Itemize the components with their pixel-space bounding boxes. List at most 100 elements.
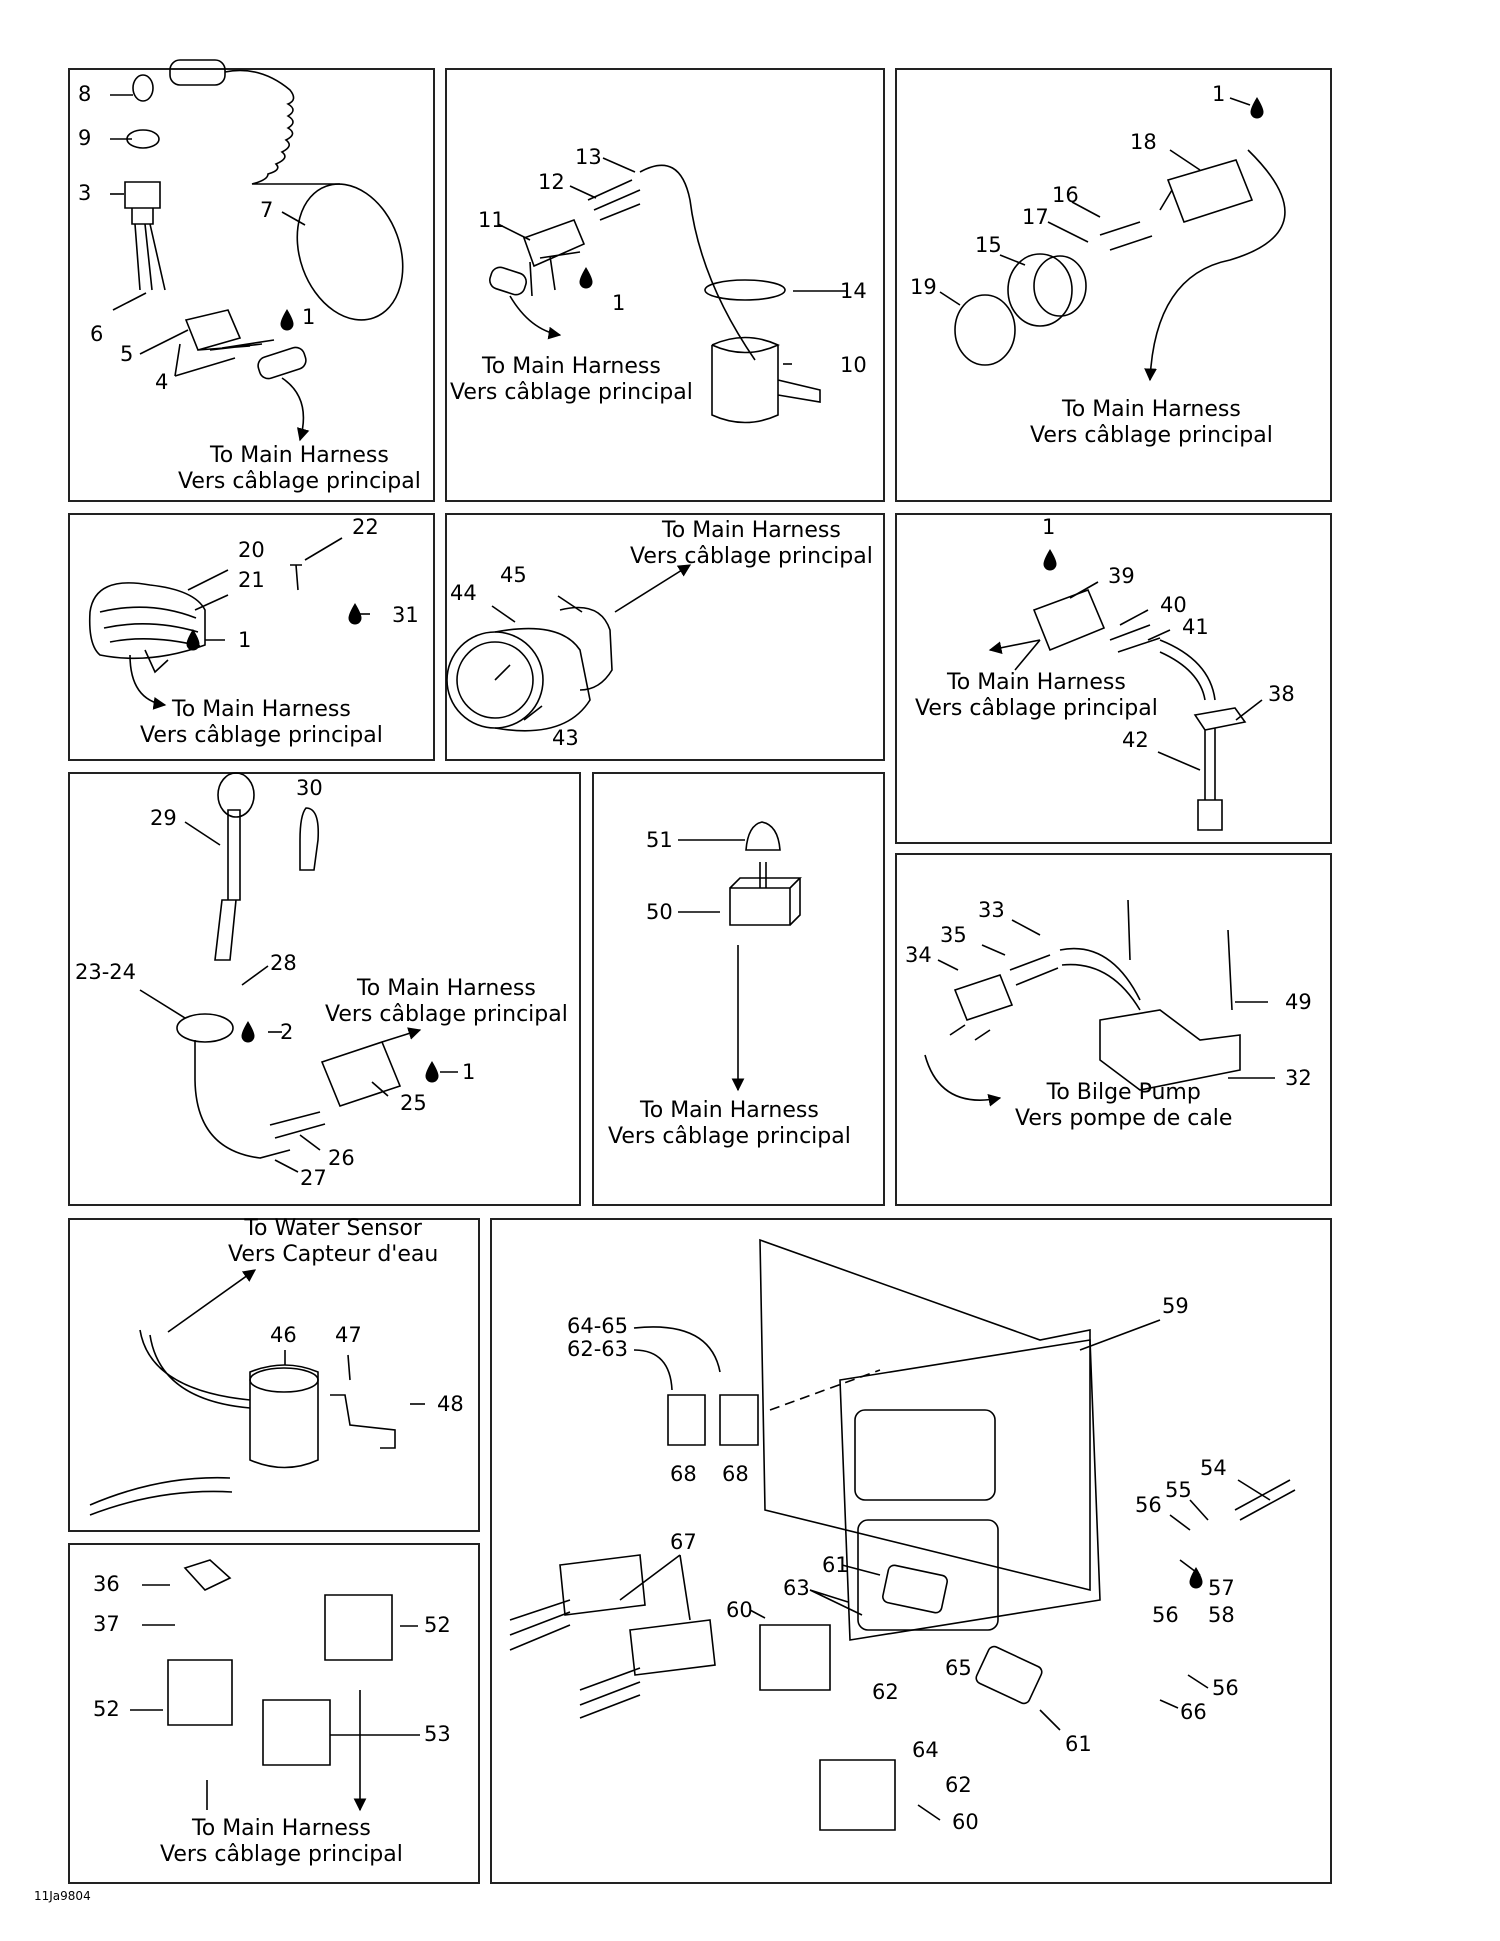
panel-2: [445, 68, 885, 502]
p10-hose: [90, 1478, 232, 1515]
p12-module-recess-b: [858, 1520, 998, 1630]
callout-1: 1: [462, 1060, 476, 1084]
panel-10: [68, 1218, 480, 1532]
p12-plug-a: [510, 1555, 645, 1650]
p3-leader-17: [1048, 222, 1088, 242]
callout-2: 2: [280, 1020, 294, 1044]
callout-61: 61: [1065, 1732, 1092, 1756]
callout-28: 28: [270, 951, 297, 975]
p6-connector: [1034, 590, 1104, 650]
p2-connector: [524, 220, 584, 296]
p12-plug-b: [580, 1620, 715, 1718]
callout-26: 26: [328, 1146, 355, 1170]
drop-icons: [187, 98, 1263, 1588]
p4-bracket: [145, 650, 168, 672]
callout-64-65: 64-65: [567, 1314, 629, 1338]
p12-dashed-line: [770, 1370, 880, 1410]
callout-68: 68: [722, 1462, 749, 1486]
callout-62-63: 62-63: [567, 1337, 629, 1361]
p10-pump: [250, 1365, 318, 1468]
p2-terminals: [588, 180, 640, 220]
p6-leader-40: [1120, 610, 1148, 625]
p5-gauge-needle: [495, 665, 510, 680]
callout-53: 53: [424, 1722, 451, 1746]
panel-11: [68, 1543, 480, 1884]
callout-4: 4: [155, 370, 169, 394]
callout-13: 13: [575, 145, 602, 169]
figure-code: 11Ja9804: [34, 1889, 91, 1903]
callout-55: 55: [1165, 1478, 1192, 1502]
callout-22: 22: [352, 515, 379, 539]
callout-12: 12: [538, 170, 565, 194]
p4-lamp: [90, 583, 205, 658]
callout-9: 9: [78, 126, 92, 150]
callout-5: 5: [120, 342, 134, 366]
p11-box-a: [168, 1660, 232, 1725]
p2-wire: [640, 165, 755, 360]
p2-harness-arrow: [510, 296, 562, 340]
callout-56: 56: [1135, 1493, 1162, 1517]
p1-ring: [127, 130, 159, 148]
p7-harness-arrow: [382, 1027, 422, 1042]
callout-46: 46: [270, 1323, 297, 1347]
p1-harness-arrow: [282, 378, 310, 442]
callout-1: 1: [238, 628, 252, 652]
p2-seal: [487, 265, 528, 297]
caption-main-harness: To Main Harness Vers câblage principal: [1030, 397, 1273, 448]
caption-main-harness: To Main Harness Vers câblage principal: [915, 670, 1158, 721]
p9-pins: [1128, 900, 1232, 1010]
p12-bolt: [1235, 1480, 1295, 1520]
p7-connector: [322, 1042, 400, 1106]
p7-base-cable: [195, 1040, 290, 1158]
callout-56: 56: [1152, 1603, 1179, 1627]
callout-35: 35: [940, 923, 967, 947]
callout-51: 51: [646, 828, 673, 852]
p12-module-recess-a: [855, 1410, 995, 1500]
callout-31: 31: [392, 603, 419, 627]
callout-52: 52: [93, 1697, 120, 1721]
p11-knob-a: [185, 1560, 230, 1590]
p12-gasket-a: [882, 1564, 949, 1614]
caption-main-harness: To Main Harness Vers câblage principal: [630, 518, 873, 569]
caption-main-harness: To Main Harness Vers câblage principal: [178, 443, 421, 494]
p7-leader-25: [372, 1082, 388, 1096]
caption-main-harness: To Main Harness Vers câblage principal: [160, 1816, 403, 1867]
p6-leader-38: [1236, 700, 1262, 720]
p12-module-front: [840, 1340, 1100, 1640]
caption-bilge-pump: To Bilge Pump Vers pompe de cale: [1015, 1080, 1233, 1131]
callout-44: 44: [450, 581, 477, 605]
callout-16: 16: [1052, 183, 1079, 207]
p1-lanyard-clip: [133, 75, 153, 101]
panel-7: [68, 772, 581, 1206]
p7-base: [177, 1014, 233, 1042]
callout-30: 30: [296, 776, 323, 800]
callout-59: 59: [1162, 1294, 1189, 1318]
p1-leader-6: [113, 293, 146, 310]
callout-63: 63: [783, 1576, 810, 1600]
p7-leader-23-24: [140, 990, 185, 1018]
p4-leader-22: [305, 538, 342, 560]
p6-wires: [1160, 640, 1215, 700]
p10-bracket: [330, 1395, 395, 1448]
callout-43: 43: [552, 726, 579, 750]
p4-harness-arrow: [130, 655, 167, 710]
caption-main-harness: To Main Harness Vers câblage principal: [450, 354, 693, 405]
drop-icon: [242, 1022, 254, 1042]
p12-leader-56c: [1188, 1675, 1208, 1688]
p7-mast: [215, 810, 240, 960]
callout-1: 1: [302, 305, 316, 329]
caption-main-harness: To Main Harness Vers câblage principal: [608, 1098, 851, 1149]
callout-10: 10: [840, 353, 867, 377]
p2-sender: [712, 338, 820, 423]
p4-leader-20: [188, 570, 228, 590]
p12-leader-56a: [1170, 1515, 1190, 1530]
p5-leader-45: [558, 596, 582, 612]
p4-lamp-ribs: [100, 607, 200, 646]
p8-switch: [730, 878, 800, 925]
p6-sensor: [1195, 708, 1245, 830]
callout-41: 41: [1182, 615, 1209, 639]
p3-leader-19: [940, 292, 960, 305]
p5-leader-44: [492, 606, 515, 622]
panel-1: [68, 68, 435, 502]
callout-50: 50: [646, 900, 673, 924]
